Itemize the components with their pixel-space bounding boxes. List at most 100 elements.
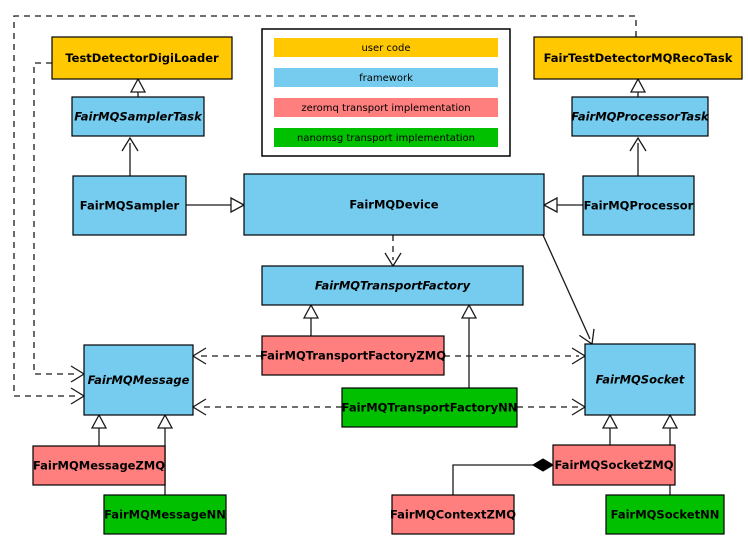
composition-contextzmq-socketzmq-line: [452, 464, 540, 495]
inheritance-socketzmq-socket-arrowhead: [601, 413, 619, 429]
class-box-fair-mq-socket-zmq-rect[interactable]: [552, 444, 676, 486]
inheritance-processor-device-arrowhead: [542, 196, 558, 214]
class-box-fair-mq-message-nn-rect[interactable]: [103, 494, 227, 535]
legend-label-framework: framework: [359, 73, 413, 84]
inheritance-factoryzmq-factory: [302, 303, 320, 336]
inheritance-factorynn-factory-arrowhead: [460, 303, 478, 319]
inheritance-digiloader-samplertask-arrowhead: [129, 77, 147, 93]
inheritance-sampler-device-arrowhead: [230, 196, 246, 214]
class-box-fair-mq-transport-factory[interactable]: FairMQTransportFactory: [261, 265, 524, 306]
dependency-factorynn-socket: [517, 398, 587, 416]
association-samplertask-sampler: [121, 136, 139, 176]
class-box-fair-mq-message-zmq-label: FairMQMessageZMQ: [33, 459, 165, 473]
edges-layer: [13, 15, 679, 495]
class-box-fair-mq-sampler-task-label: FairMQSamplerTask: [74, 110, 203, 124]
inheritance-recotask-processortask-arrowhead: [629, 77, 647, 93]
class-box-fair-test-detector-mq-reco-task-label: FairTestDetectorMQRecoTask: [544, 51, 733, 65]
class-box-fair-mq-processor-label: FairMQProcessor: [584, 199, 694, 213]
class-box-fair-mq-processor-task[interactable]: FairMQProcessorTask: [571, 96, 710, 137]
class-box-fair-mq-message-nn[interactable]: FairMQMessageNN: [103, 494, 227, 535]
legend-item-zeromq: zeromq transport implementation: [274, 98, 498, 117]
legend-item-nanomsg: nanomsg transport implementation: [274, 128, 498, 147]
class-box-fair-mq-message-label: FairMQMessage: [88, 373, 190, 387]
class-box-fair-test-detector-mq-reco-task-rect[interactable]: [533, 36, 743, 80]
class-box-fair-mq-transport-factory-zmq[interactable]: FairMQTransportFactoryZMQ: [260, 335, 446, 376]
class-box-fair-mq-socket-label: FairMQSocket: [596, 373, 685, 387]
class-box-fair-mq-transport-factory-zmq-label: FairMQTransportFactoryZMQ: [260, 349, 446, 363]
class-box-fair-mq-transport-factory-label: FairMQTransportFactory: [315, 279, 471, 293]
class-box-fair-mq-message[interactable]: FairMQMessage: [83, 344, 194, 416]
inheritance-messagezmq-message-arrowhead: [90, 413, 108, 429]
class-box-fair-mq-transport-factory-nn[interactable]: FairMQTransportFactoryNN: [341, 387, 518, 428]
inheritance-factorynn-factory: [460, 303, 478, 388]
composition-contextzmq-socketzmq-arrowhead: [531, 458, 555, 472]
inheritance-socketnn-socket-arrowhead: [661, 413, 679, 429]
association-processortask-processor: [629, 136, 647, 176]
class-box-fair-mq-device[interactable]: FairMQDevice: [243, 173, 545, 236]
class-box-fair-mq-message-zmq[interactable]: FairMQMessageZMQ: [32, 445, 166, 486]
inheritance-messagezmq-message: [90, 413, 108, 446]
legend-swatch-zeromq: [274, 98, 498, 117]
class-box-test-detector-digi-loader-rect[interactable]: [51, 36, 233, 80]
class-box-fair-mq-socket-nn-label: FairMQSocketNN: [611, 508, 720, 522]
class-box-fair-mq-socket[interactable]: FairMQSocket: [584, 343, 696, 416]
class-box-fair-mq-sampler-task[interactable]: FairMQSamplerTask: [71, 96, 205, 137]
inheritance-processor-device: [542, 196, 583, 214]
class-box-fair-mq-transport-factory-zmq-rect[interactable]: [261, 335, 445, 376]
class-box-fair-mq-transport-factory-nn-rect[interactable]: [341, 387, 518, 428]
class-box-fair-mq-socket-rect[interactable]: [584, 343, 696, 416]
class-box-fair-mq-device-label: FairMQDevice: [349, 198, 438, 212]
inheritance-messagenn-message-arrowhead: [156, 413, 174, 429]
legend-label-user_code: user code: [361, 43, 410, 54]
legend-item-framework: framework: [274, 68, 498, 87]
class-box-fair-test-detector-mq-reco-task[interactable]: FairTestDetectorMQRecoTask: [533, 36, 743, 80]
dependency-device-transportfactory: [384, 235, 402, 268]
class-box-fair-mq-context-zmq-label: FairMQContextZMQ: [390, 508, 516, 522]
class-box-test-detector-digi-loader[interactable]: TestDetectorDigiLoader: [51, 36, 233, 80]
class-box-fair-mq-context-zmq[interactable]: FairMQContextZMQ: [390, 494, 516, 535]
association-device-socket: [542, 234, 595, 346]
association-device-socket-line: [542, 234, 591, 340]
class-box-fair-mq-message-nn-label: FairMQMessageNN: [104, 508, 226, 522]
class-box-fair-mq-socket-zmq-label: FairMQSocketZMQ: [555, 458, 674, 472]
class-box-test-detector-digi-loader-label: TestDetectorDigiLoader: [65, 51, 219, 65]
legend-box: user code framework zeromq transport imple…: [261, 28, 511, 157]
legend-label-nanomsg: nanomsg transport implementation: [297, 133, 475, 144]
class-box-fair-mq-sampler-task-rect[interactable]: [71, 96, 205, 137]
class-box-fair-mq-transport-factory-rect[interactable]: [261, 265, 524, 306]
class-box-fair-mq-message-zmq-rect[interactable]: [32, 445, 166, 486]
legend-swatch-framework: [274, 68, 498, 87]
class-box-fair-mq-socket-zmq[interactable]: FairMQSocketZMQ: [552, 444, 676, 486]
nodes-layer: TestDetectorDigiLoader FairTestDetectorMQ…: [32, 36, 743, 535]
class-box-fair-mq-processor-task-rect[interactable]: [571, 96, 709, 137]
association-processortask-processor-arrowhead: [629, 136, 647, 152]
dependency-factorynn-message: [191, 398, 342, 416]
class-box-fair-mq-processor-rect[interactable]: [582, 175, 695, 236]
legend-item-user_code: user code: [274, 38, 498, 57]
legend-swatch-nanomsg: [274, 128, 498, 147]
class-box-fair-mq-sampler[interactable]: FairMQSampler: [72, 175, 187, 236]
dependency-factoryzmq-socket: [444, 347, 587, 365]
inheritance-digiloader-samplertask: [129, 77, 147, 97]
class-box-fair-mq-sampler-label: FairMQSampler: [80, 199, 180, 213]
class-box-fair-mq-device-rect[interactable]: [243, 173, 545, 236]
class-box-fair-mq-processor[interactable]: FairMQProcessor: [582, 175, 695, 236]
inheritance-socketzmq-socket: [601, 413, 619, 445]
legend-swatch-user_code: [274, 38, 498, 57]
dependency-recotask-message-line: [13, 15, 637, 397]
class-box-fair-mq-sampler-rect[interactable]: [72, 175, 187, 236]
composition-contextzmq-socketzmq: [452, 458, 555, 495]
class-box-fair-mq-context-zmq-rect[interactable]: [391, 494, 515, 535]
inheritance-recotask-processortask: [629, 77, 647, 97]
class-box-fair-mq-processor-task-label: FairMQProcessorTask: [571, 110, 710, 124]
class-box-fair-mq-socket-nn[interactable]: FairMQSocketNN: [605, 494, 725, 535]
class-box-fair-mq-socket-nn-rect[interactable]: [605, 494, 725, 535]
class-box-fair-mq-message-rect[interactable]: [83, 344, 194, 416]
legend-label-zeromq: zeromq transport implementation: [301, 103, 470, 114]
dependency-factoryzmq-message: [191, 347, 262, 365]
class-box-fair-mq-transport-factory-nn-label: FairMQTransportFactoryNN: [342, 401, 518, 415]
association-samplertask-sampler-arrowhead: [121, 136, 139, 152]
inheritance-factoryzmq-factory-arrowhead: [302, 303, 320, 319]
